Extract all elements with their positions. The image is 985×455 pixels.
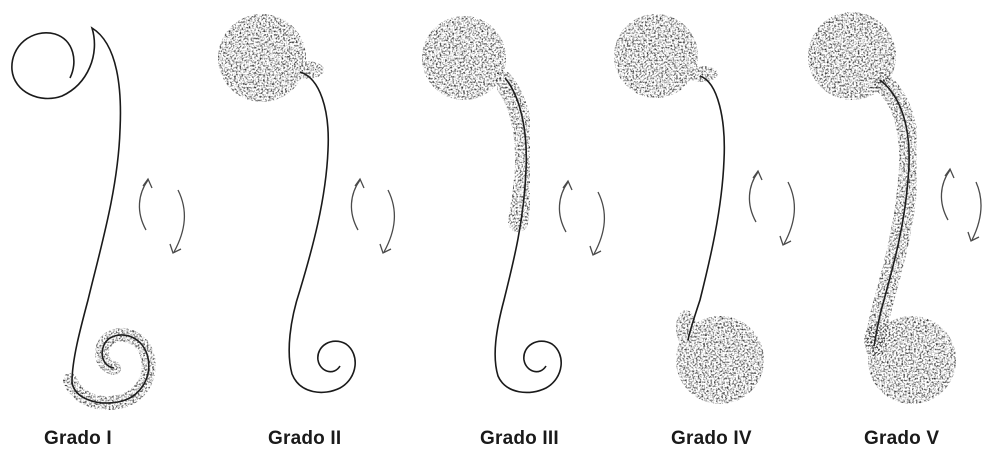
rotation-arrows (749, 171, 794, 245)
bottom-cluster (864, 316, 956, 404)
grade-label-3: Grado III (480, 428, 559, 450)
rotation-arrows (941, 169, 981, 241)
panel-grado-5 (808, 12, 981, 404)
rotation-arrows (559, 181, 604, 255)
top-cluster (614, 14, 718, 98)
panel-grado-4 (614, 14, 794, 404)
stalk-cluster (874, 84, 909, 346)
grade-label-5: Grado V (864, 428, 939, 450)
top-cluster (422, 16, 506, 100)
panel-grado-1 (12, 28, 185, 403)
spiral-stalk (12, 28, 149, 403)
bottom-spiral-cluster (70, 335, 149, 403)
rotation-arrows (351, 179, 394, 253)
bottom-cluster (676, 310, 764, 404)
top-cluster (218, 14, 324, 102)
panel-grado-3 (422, 16, 604, 392)
grade-label-4: Grado IV (671, 428, 752, 450)
stalk (289, 72, 355, 392)
grade-label-2: Grado II (268, 428, 341, 450)
stalk (688, 76, 724, 340)
stalk-cluster (502, 80, 525, 222)
rotation-arrows (139, 179, 184, 253)
panel-grado-2 (218, 14, 394, 392)
grade-label-1: Grado I (44, 428, 112, 450)
